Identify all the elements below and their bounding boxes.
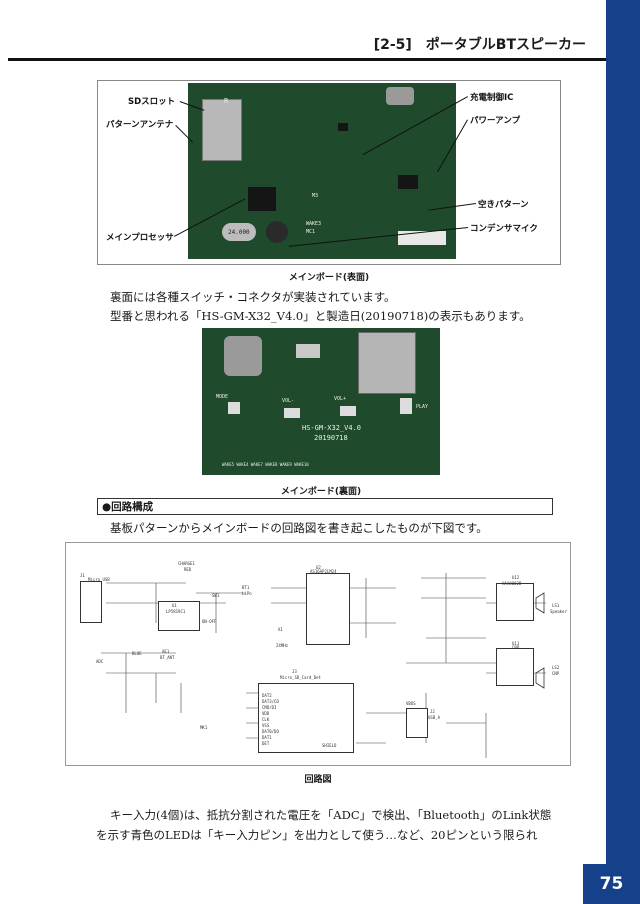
pcb-photo-back: MODE VOL- VOL+ PLAY HS-GM-X32_V4.0 20190… — [202, 328, 440, 475]
callout-sd-slot: SDスロット — [128, 97, 176, 107]
callout-pattern-antenna: パターンアンテナ — [106, 120, 174, 130]
caption-back: メインボード(裏面) — [280, 487, 362, 497]
processor-symbol — [306, 573, 350, 645]
callout-main-processor: メインプロセッサ — [106, 233, 174, 243]
vol-plus-button — [340, 406, 356, 416]
condenser-mic — [266, 221, 288, 243]
paragraph3-line2: を示す青色のLEDは「キー入力ピン」を出力として使う…など、20ピンという限られ — [96, 828, 538, 842]
play-button — [400, 398, 412, 414]
mode-button — [228, 402, 240, 414]
side-color-bar — [606, 0, 640, 904]
pcb-photo-front: 24.000 R M3 WAKE3 MC1 — [188, 83, 456, 259]
amp2-symbol — [496, 648, 534, 686]
section-heading: ●回路構成 — [97, 498, 553, 515]
main-processor-chip — [248, 187, 276, 211]
charge-ic-chip — [338, 123, 348, 131]
power-amp-chip — [398, 175, 418, 189]
paragraph1-line1: 裏面には各種スイッチ・コネクタが実装されています。 — [110, 290, 396, 304]
usb-a-symbol — [406, 708, 428, 738]
page-header: [2-5] ポータブルBTスピーカー — [8, 0, 606, 61]
callout-power-amp: パワーアンプ — [470, 116, 521, 126]
connector-pads — [398, 231, 446, 245]
callout-charge-ic: 充電制御IC — [470, 93, 514, 103]
power-switch — [224, 336, 262, 376]
usb-connector-symbol — [80, 581, 102, 623]
caption-front: メインボード(表面) — [288, 273, 370, 283]
page-number: 75 — [583, 864, 640, 904]
micro-usb-port — [296, 344, 320, 358]
charge-ic-symbol — [158, 601, 200, 631]
schematic-diagram: J1 Micro USB CHARGE1 RED U1 LP5819C1 BT1… — [65, 542, 571, 766]
vol-minus-button — [284, 408, 300, 418]
sd-slot — [202, 99, 242, 161]
crystal: 24.000 — [222, 223, 256, 241]
paragraph1-line2: 型番と思われる「HS-GM-X32_V4.0」と製造日(20190718)の表示… — [110, 309, 531, 323]
paragraph3-line1: キー入力(4個)は、抵抗分割された電圧を「ADC」で検出、「Bluetooth」… — [110, 808, 552, 822]
caption-schematic: 回路図 — [304, 775, 332, 785]
callout-empty-pattern: 空きパターン — [478, 200, 529, 210]
callout-condenser-mic: コンデンサマイク — [470, 224, 538, 234]
usb-a-port — [358, 332, 416, 394]
switch-knob — [386, 87, 414, 105]
amp1-symbol — [496, 583, 534, 621]
sd-card-symbol — [258, 683, 354, 753]
paragraph2: 基板パターンからメインボードの回路図を書き起こしたものが下図です。 — [110, 521, 488, 535]
header-title: [2-5] ポータブルBTスピーカー — [373, 37, 586, 53]
